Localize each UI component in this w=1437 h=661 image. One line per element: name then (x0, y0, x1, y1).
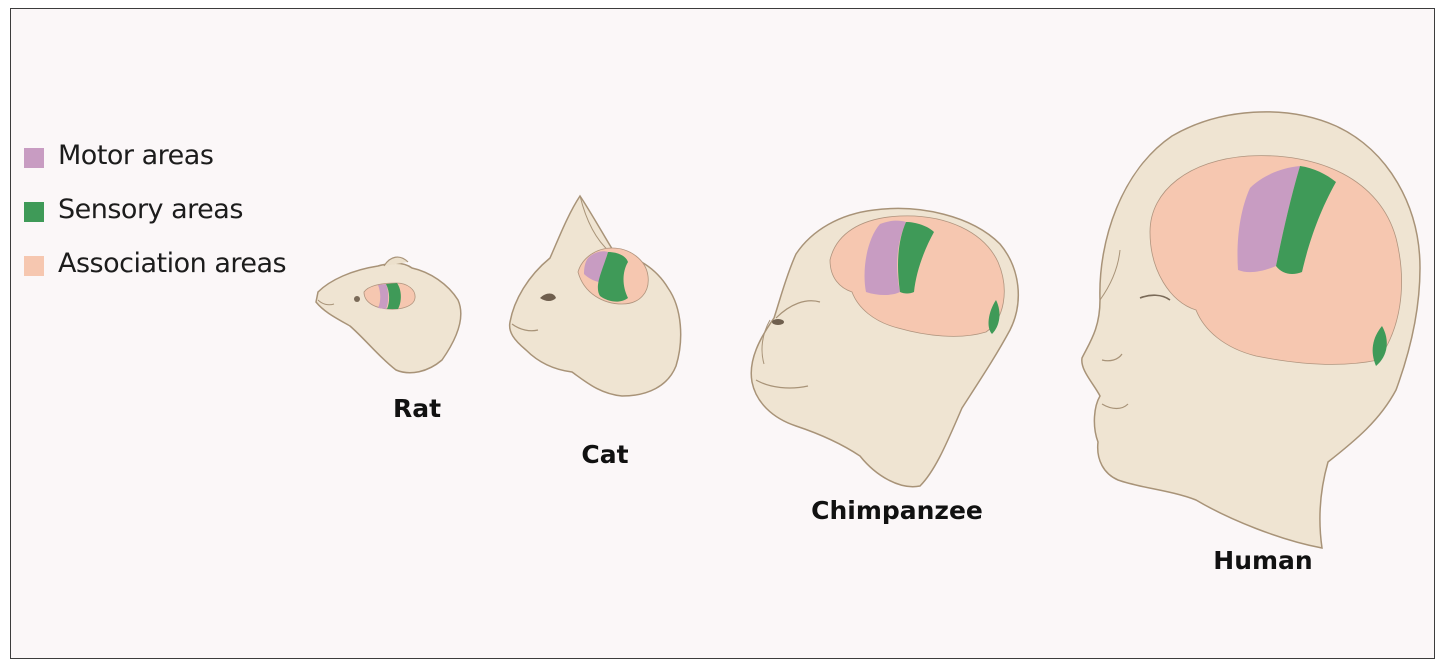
animal-label-human: Human (1213, 546, 1312, 575)
human-head (1082, 112, 1420, 548)
animal-label-rat: Rat (393, 394, 441, 423)
rat-head (316, 257, 461, 373)
cat-head (510, 196, 681, 396)
animal-label-cat: Cat (581, 440, 628, 469)
animal-label-chimpanzee: Chimpanzee (811, 496, 983, 525)
chimpanzee-head (751, 208, 1018, 486)
